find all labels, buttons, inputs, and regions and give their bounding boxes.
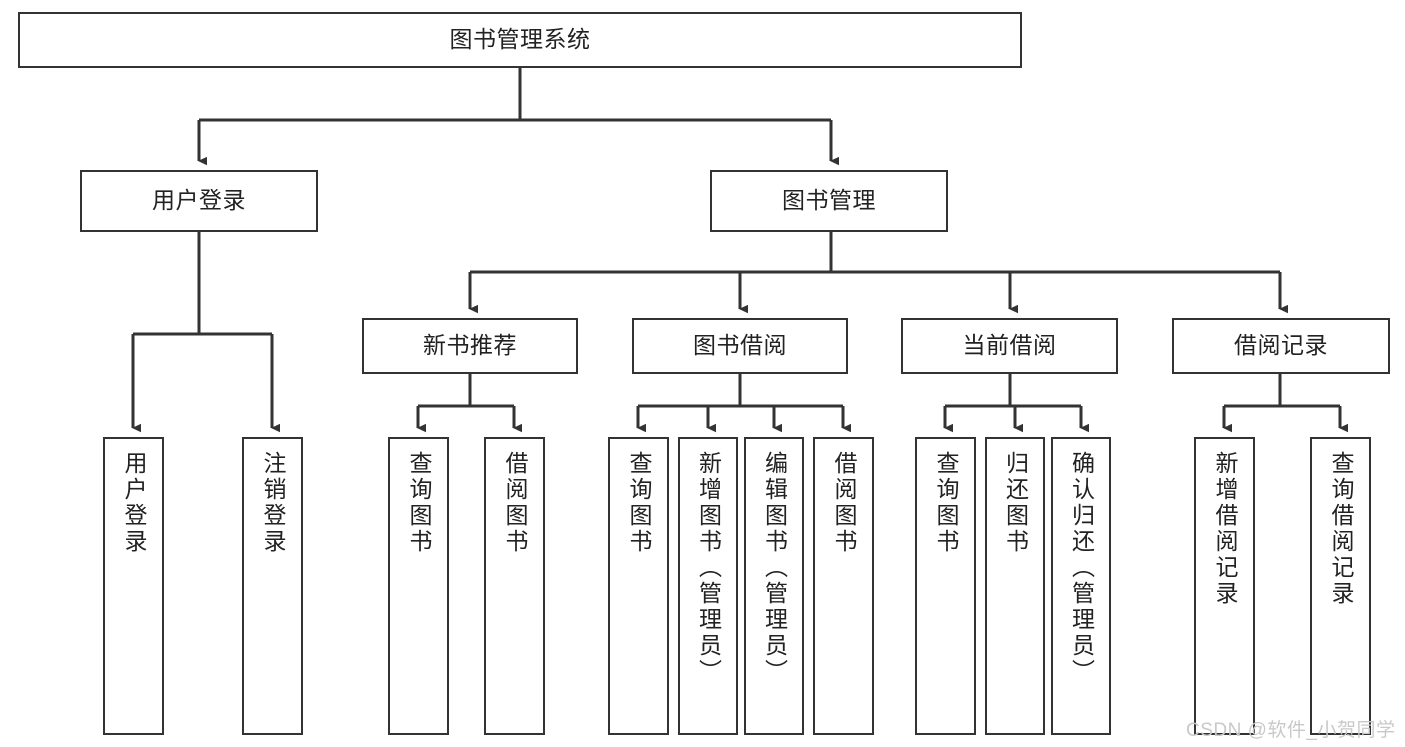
node-new-book-recommend-label: 新书推荐: [423, 332, 517, 359]
node-leaf-query-book-1[interactable]: 查询图书: [388, 437, 449, 735]
node-leaf-query-book-1-label: 查询图书: [406, 451, 432, 555]
node-leaf-query-book-2-label: 查询图书: [626, 451, 652, 555]
node-leaf-add-book-admin-label: 新增图书（管理员）: [695, 451, 722, 685]
node-leaf-logout-login-label: 注销登录: [260, 451, 286, 555]
node-user-login[interactable]: 用户登录: [80, 170, 318, 232]
node-borrow-record[interactable]: 借阅记录: [1172, 318, 1390, 374]
node-leaf-add-book-admin[interactable]: 新增图书（管理员）: [678, 437, 738, 735]
node-leaf-borrow-book-2[interactable]: 借阅图书: [813, 437, 874, 735]
node-book-management[interactable]: 图书管理: [710, 170, 948, 232]
node-book-borrow[interactable]: 图书借阅: [632, 318, 848, 374]
node-book-management-label: 图书管理: [782, 187, 876, 214]
node-borrow-record-label: 借阅记录: [1234, 332, 1328, 359]
node-leaf-edit-book-admin[interactable]: 编辑图书（管理员）: [744, 437, 804, 735]
node-leaf-borrow-book-1[interactable]: 借阅图书: [484, 437, 545, 735]
node-leaf-confirm-return-admin-label: 确认归还（管理员）: [1068, 451, 1095, 685]
node-leaf-borrow-book-2-label: 借阅图书: [831, 451, 857, 555]
node-root-system-label: 图书管理系统: [449, 26, 591, 53]
node-leaf-return-book[interactable]: 归还图书: [985, 437, 1045, 735]
node-leaf-query-borrow-record-label: 查询借阅记录: [1328, 451, 1354, 607]
node-leaf-confirm-return-admin[interactable]: 确认归还（管理员）: [1051, 437, 1111, 735]
node-leaf-edit-book-admin-label: 编辑图书（管理员）: [761, 451, 788, 685]
node-user-login-label: 用户登录: [152, 187, 246, 214]
csdn-watermark: CSDN @软件_小贺同学: [1186, 715, 1395, 742]
node-root-system[interactable]: 图书管理系统: [18, 12, 1022, 68]
node-leaf-borrow-book-1-label: 借阅图书: [502, 451, 528, 555]
node-current-borrow[interactable]: 当前借阅: [901, 318, 1118, 374]
csdn-watermark-text: CSDN @软件_小贺同学: [1186, 720, 1396, 741]
node-leaf-query-borrow-record[interactable]: 查询借阅记录: [1310, 437, 1371, 735]
node-leaf-query-book-3-label: 查询图书: [933, 451, 959, 555]
node-book-borrow-label: 图书借阅: [693, 332, 787, 359]
node-leaf-logout-login[interactable]: 注销登录: [242, 437, 303, 735]
node-leaf-query-book-2[interactable]: 查询图书: [608, 437, 669, 735]
node-new-book-recommend[interactable]: 新书推荐: [362, 318, 578, 374]
node-current-borrow-label: 当前借阅: [962, 332, 1057, 359]
node-leaf-add-borrow-record[interactable]: 新增借阅记录: [1194, 437, 1255, 735]
node-leaf-add-borrow-record-label: 新增借阅记录: [1212, 451, 1238, 607]
node-leaf-return-book-label: 归还图书: [1002, 451, 1029, 555]
node-leaf-query-book-3[interactable]: 查询图书: [915, 437, 976, 735]
node-leaf-user-login[interactable]: 用户登录: [103, 437, 164, 735]
node-leaf-user-login-label: 用户登录: [121, 451, 147, 555]
